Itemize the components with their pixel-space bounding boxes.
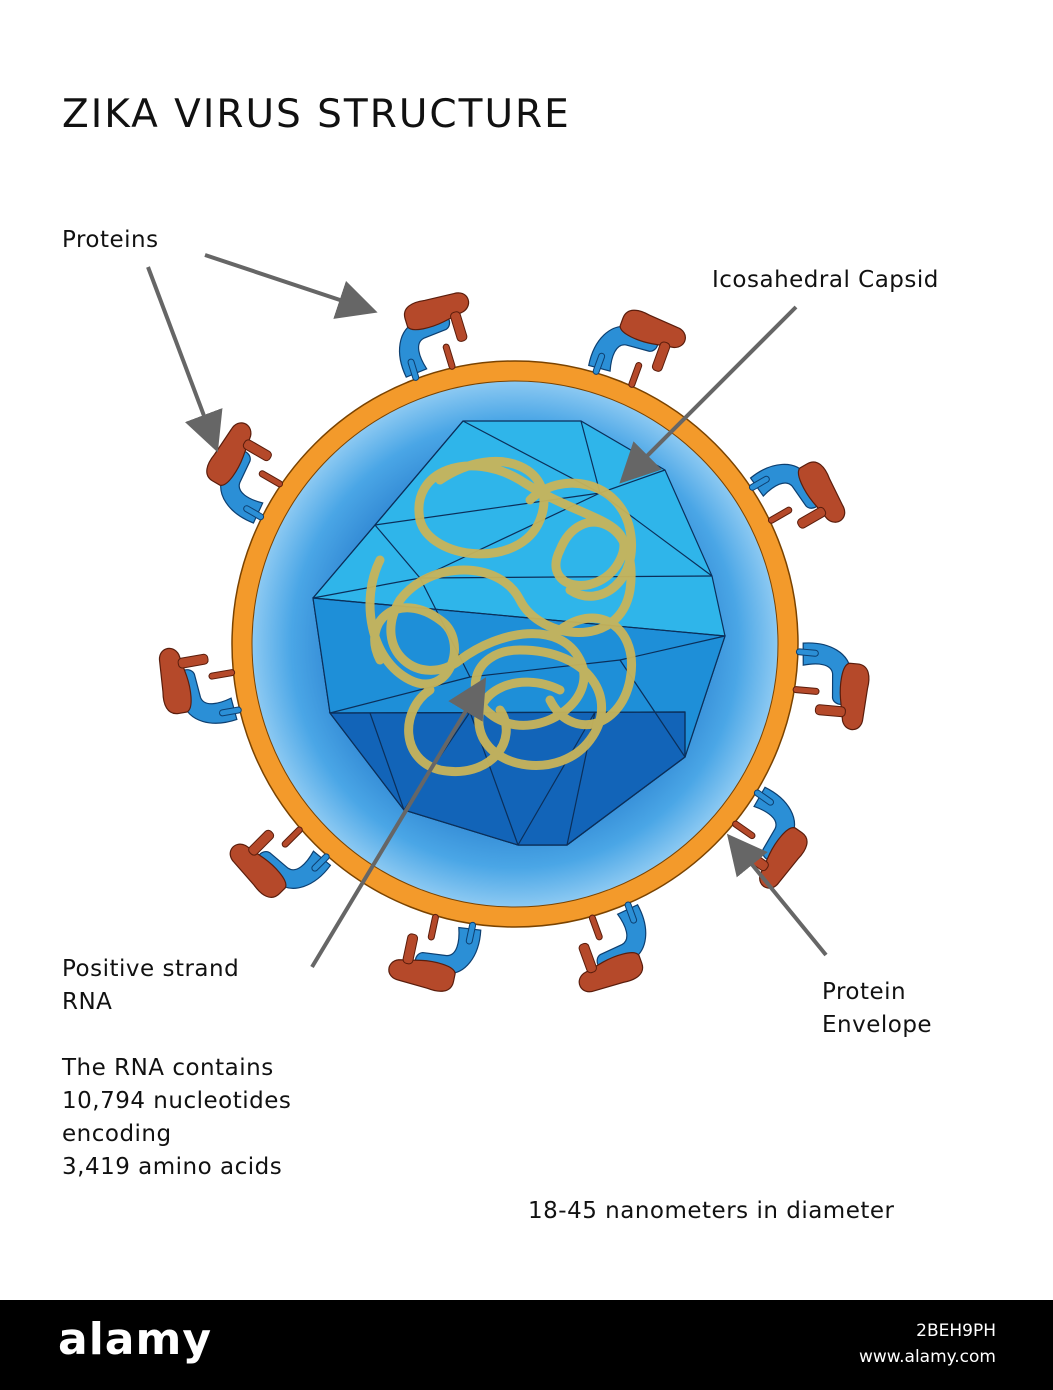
arrow-rna [310,677,487,969]
footer-image-id: 2BEH9PH [916,1321,996,1341]
arrow-proteins-top [204,253,378,319]
arrow-envelope [726,833,828,957]
surface-protein [154,637,244,733]
label-icosahedral-capsid: Icosahedral Capsid [712,267,939,293]
surface-protein [789,641,873,732]
rna-strand [365,457,636,776]
label-positive-strand-rna: Positive strand RNA [62,953,362,1019]
rna-info-line: The RNA contains [62,1055,274,1081]
rna-info-line: 3,419 amino acids [62,1154,283,1180]
label-proteins: Proteins [62,227,159,253]
label-rna-line1: Positive strand [62,956,240,982]
rna-info-line: 10,794 nucleotides [62,1088,292,1114]
rna-info-line: encoding [62,1121,172,1147]
label-envelope-line2: Envelope [822,1012,933,1038]
diagram-title: ZIKA VIRUS STRUCTURE [62,92,571,137]
arrow-proteins-left [146,266,223,453]
arrow-capsid [619,305,798,484]
alamy-logo: alamy [58,1314,212,1365]
virus-diagram [146,253,873,999]
footer-image-info: 2BEH9PH www.alamy.com [859,1318,996,1370]
label-envelope-line1: Protein [822,979,907,1005]
label-protein-envelope: Protein Envelope [822,976,1022,1042]
footer-site-url: www.alamy.com [858,1347,996,1367]
label-rna-line2: RNA [62,989,113,1015]
diameter-note: 18-45 nanometers in diameter [528,1198,895,1224]
rna-info-text: The RNA contains 10,794 nucleotides enco… [62,1052,382,1184]
pointer-arrows [146,253,828,969]
footer-bar: alamy 2BEH9PH www.alamy.com [0,1300,1053,1390]
